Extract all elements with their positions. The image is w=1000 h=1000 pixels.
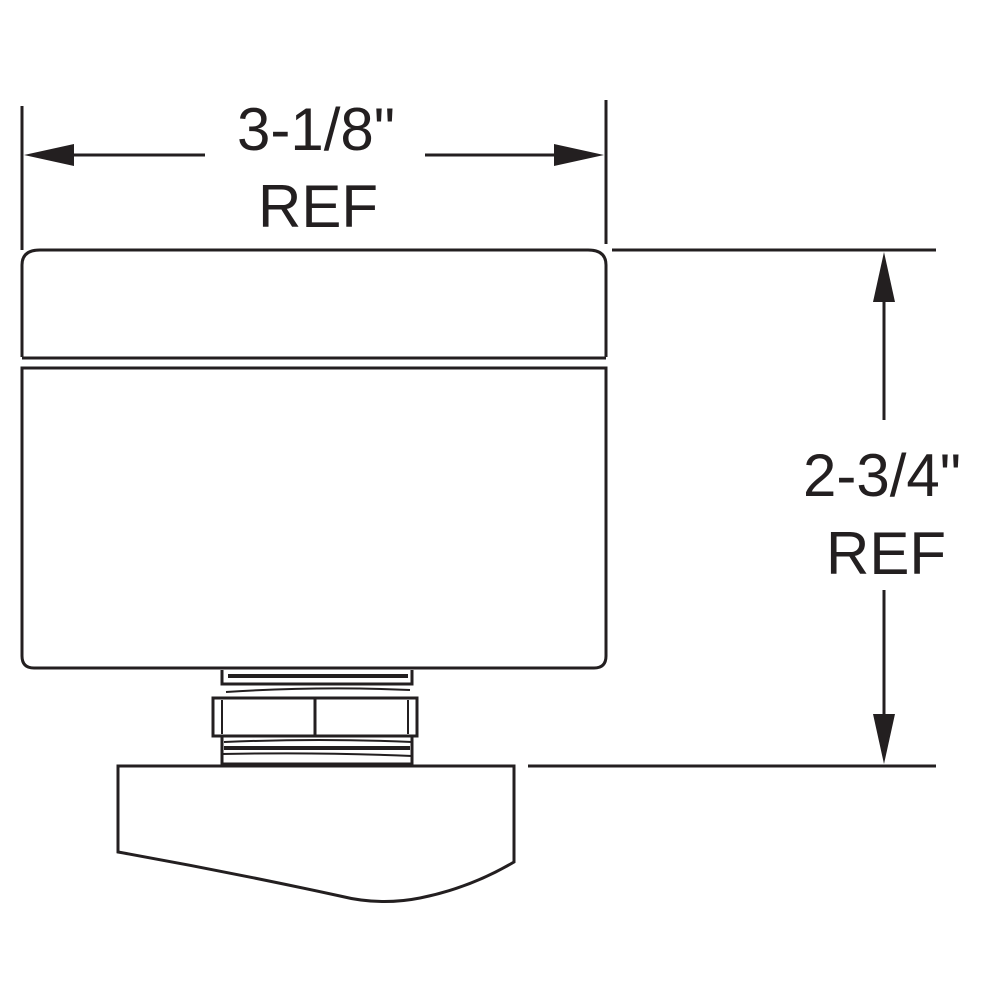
height-ref-label: REF [826, 520, 946, 587]
width-ref-label: REF [258, 173, 378, 240]
width-arrow-left [24, 144, 74, 166]
height-value: 2-3/4" [803, 442, 961, 509]
height-arrow-bottom [873, 714, 895, 764]
body-lower [20, 366, 608, 670]
threaded-connector [211, 670, 419, 766]
height-arrow-top [873, 252, 895, 302]
width-value: 3-1/8" [237, 96, 395, 163]
width-dimension: 3-1/8" REF [20, 96, 608, 250]
body-cap [20, 248, 608, 360]
base-plate [116, 764, 516, 904]
width-arrow-right [554, 144, 604, 166]
height-dimension: 2-3/4" REF [528, 248, 961, 768]
